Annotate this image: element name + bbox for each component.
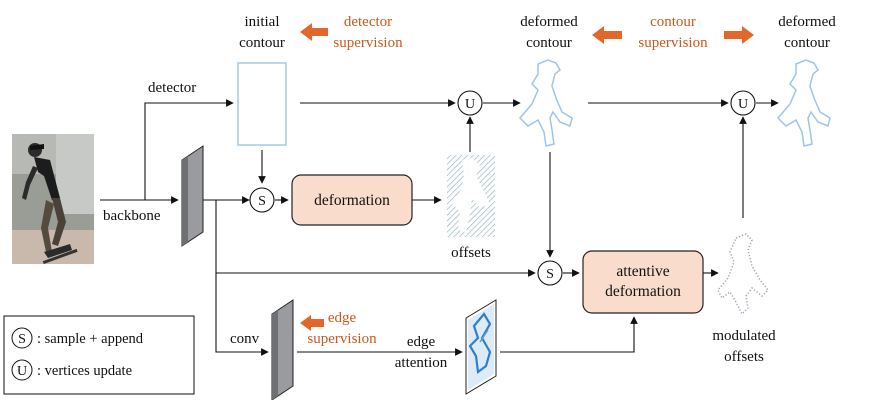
sample-operator-2: S bbox=[537, 260, 563, 286]
contour-supervision-label-1: contour bbox=[650, 14, 696, 30]
backbone-label: backbone bbox=[103, 208, 161, 224]
update-operator-2: U bbox=[730, 90, 756, 116]
deformation-box-label: deformation bbox=[314, 192, 390, 209]
legend: S : sample + append U : vertices update bbox=[3, 315, 195, 395]
edge-supervision-arrow bbox=[300, 315, 324, 331]
initial-contour-label-2: contour bbox=[239, 35, 285, 51]
offsets-image bbox=[447, 155, 495, 237]
legend-sample-symbol: S bbox=[18, 332, 26, 347]
edge-attention-label-2: attention bbox=[395, 355, 448, 371]
contour-supervision-label-2: supervision bbox=[638, 35, 708, 51]
legend-update-text: : vertices update bbox=[37, 363, 132, 379]
detector-supervision-label-1: detector bbox=[344, 14, 392, 30]
backbone-feature-map bbox=[181, 145, 204, 247]
deformed-contour-shape-1 bbox=[518, 59, 573, 147]
modulated-offsets-shape bbox=[717, 233, 770, 316]
supervision-arrows bbox=[300, 23, 754, 331]
detector-label: detector bbox=[148, 80, 196, 96]
deformed-contour-2-label-1: deformed bbox=[778, 14, 836, 30]
input-image bbox=[12, 134, 94, 265]
sample-operator-1-label: S bbox=[258, 194, 266, 209]
update-operator-2-label: U bbox=[738, 97, 748, 112]
edge-attention-label-1: edge bbox=[407, 334, 436, 350]
legend-sample-text: : sample + append bbox=[37, 331, 144, 347]
modulated-offsets-label-2: offsets bbox=[724, 349, 764, 365]
deformed-contour-shape-2 bbox=[776, 59, 831, 147]
edge-attention-map bbox=[465, 299, 497, 395]
conv-label: conv bbox=[230, 331, 260, 347]
modulated-offsets-label-1: modulated bbox=[712, 328, 776, 344]
sample-operator-2-label: S bbox=[546, 267, 554, 282]
initial-contour-label-1: initial bbox=[245, 14, 280, 30]
deformed-contour-1-label-1: deformed bbox=[520, 14, 578, 30]
contour-supervision-arrow-right bbox=[724, 26, 754, 44]
attentive-deformation-label-1: attentive bbox=[616, 263, 669, 280]
offsets-label: offsets bbox=[451, 245, 491, 261]
deformed-contour-1-label-2: contour bbox=[526, 35, 572, 51]
contour-supervision-arrow-left bbox=[592, 26, 622, 44]
initial-contour-box bbox=[237, 62, 287, 146]
detector-supervision-label-2: supervision bbox=[333, 35, 403, 51]
attentive-deformation-box bbox=[582, 250, 704, 314]
attentive-deformation-label-2: deformation bbox=[605, 283, 681, 300]
deformed-contour-2-label-2: contour bbox=[784, 35, 830, 51]
update-operator-1-label: U bbox=[465, 97, 475, 112]
legend-update-symbol: U bbox=[17, 364, 27, 379]
edge-supervision-label-1: edge bbox=[328, 310, 357, 326]
conv-feature-map bbox=[271, 299, 294, 400]
sample-operator-1: S bbox=[249, 187, 275, 213]
edge-supervision-label-2: supervision bbox=[307, 331, 377, 347]
detector-supervision-arrow bbox=[300, 23, 328, 41]
update-operator-1: U bbox=[457, 90, 483, 116]
